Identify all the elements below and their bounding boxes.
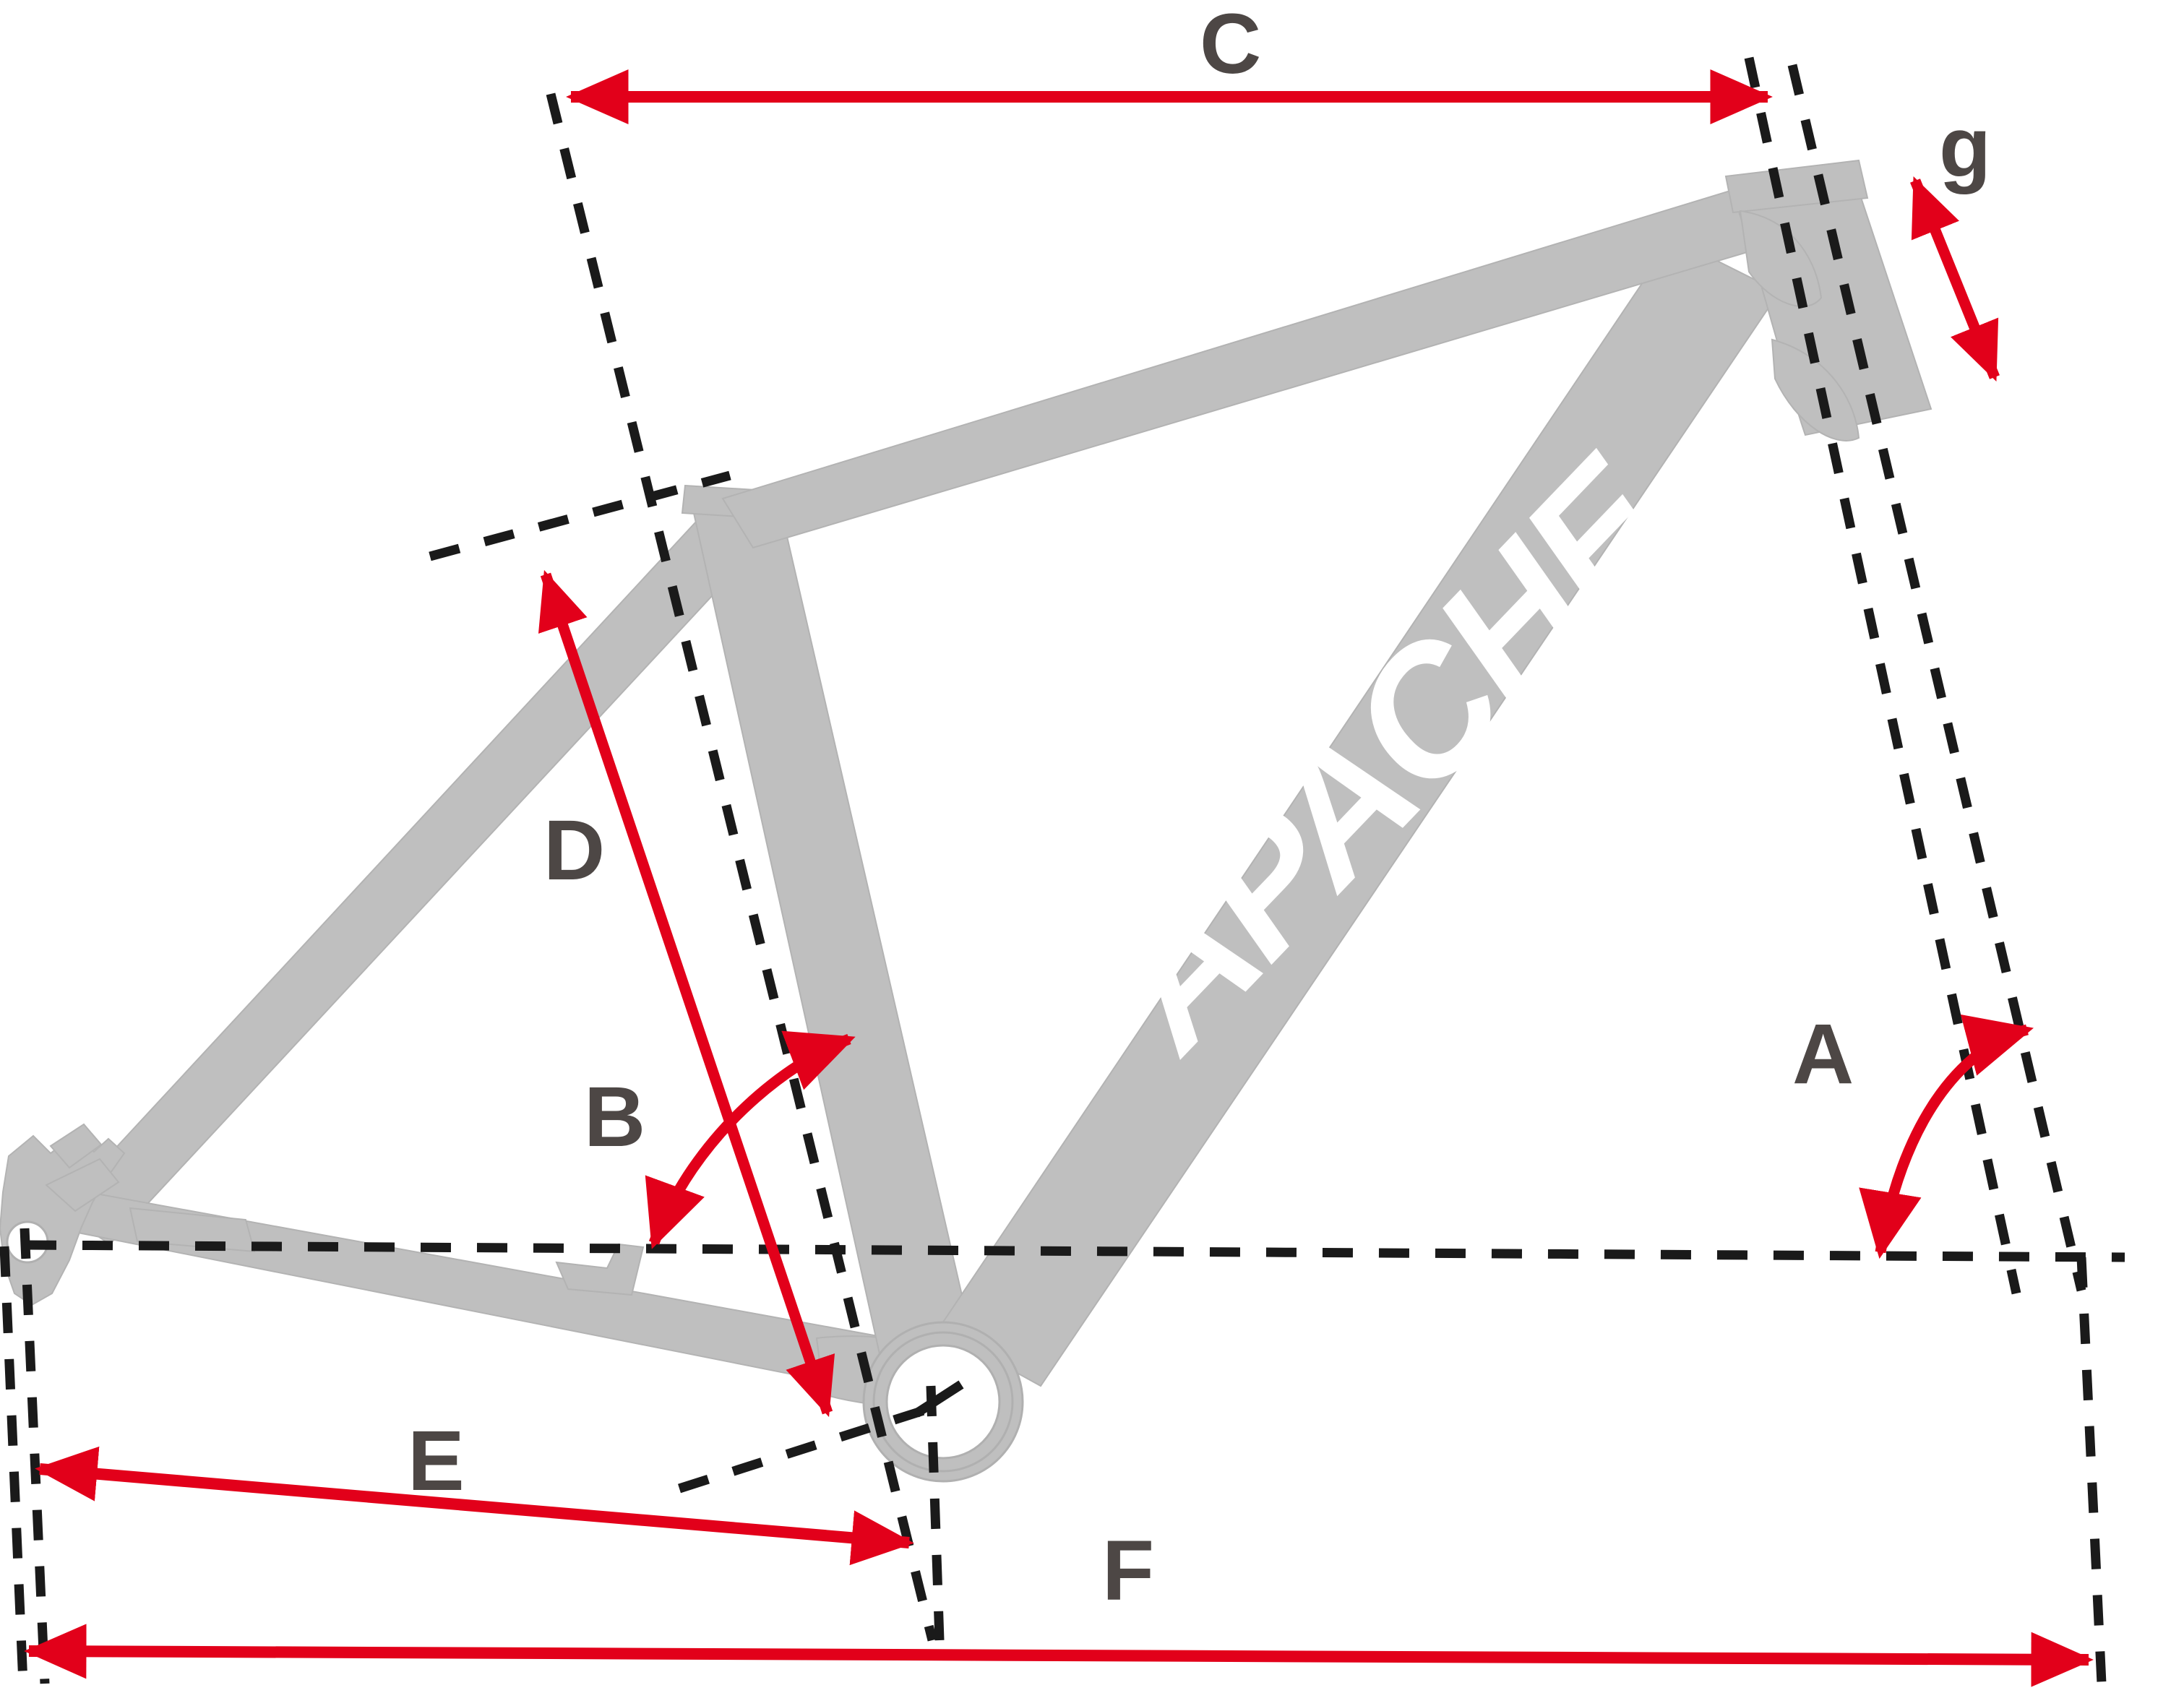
dimension-label-D: D xyxy=(543,803,606,898)
dimension-line-D xyxy=(538,569,835,1418)
dimension-arc-B xyxy=(645,1030,856,1249)
head-tube-top-collar xyxy=(1724,159,1869,214)
bicycle-frame-silhouette xyxy=(0,159,1933,1483)
dimension-label-C: C xyxy=(1200,0,1262,92)
dimension-arc-A xyxy=(1859,1014,2034,1259)
head-tube-offset-guide xyxy=(1787,64,2086,1292)
chain-stay-bridge xyxy=(129,1207,256,1253)
bb-center-crosshair xyxy=(913,1380,964,1418)
dimension-label-g: g xyxy=(1939,100,1992,195)
bottom-bracket-inner-ring xyxy=(872,1331,1014,1473)
rear-dropout-tab xyxy=(45,1158,120,1212)
rear-axle-vertical-guide-b xyxy=(0,1246,28,1684)
dimension-label-A: A xyxy=(1792,1007,1854,1102)
dimension-label-B: B xyxy=(584,1069,646,1165)
dimension-annotations xyxy=(24,69,2094,1687)
rear-dropout-upper-tab xyxy=(49,1123,103,1169)
head-tube-axis-guide xyxy=(1744,56,2021,1295)
rear-axle-vertical-guide-a xyxy=(20,1228,50,1684)
axle-height-reference-guide xyxy=(25,1240,2125,1262)
dimension-line-F xyxy=(24,1624,2094,1687)
dimension-label-E: E xyxy=(408,1413,465,1509)
bottom-bracket-bore xyxy=(885,1344,1001,1460)
front-axle-vertical-guide xyxy=(2076,1257,2107,1684)
bb-vertical-guide xyxy=(926,1385,945,1641)
dimension-line-E xyxy=(35,1446,914,1566)
apache-logo-text: APACHE xyxy=(1062,421,1714,1087)
seat-tube xyxy=(687,486,976,1358)
dimension-label-F: F xyxy=(1102,1523,1155,1619)
seat-tube-axis-guide xyxy=(546,92,937,1642)
dimension-line-g xyxy=(1910,176,2000,382)
